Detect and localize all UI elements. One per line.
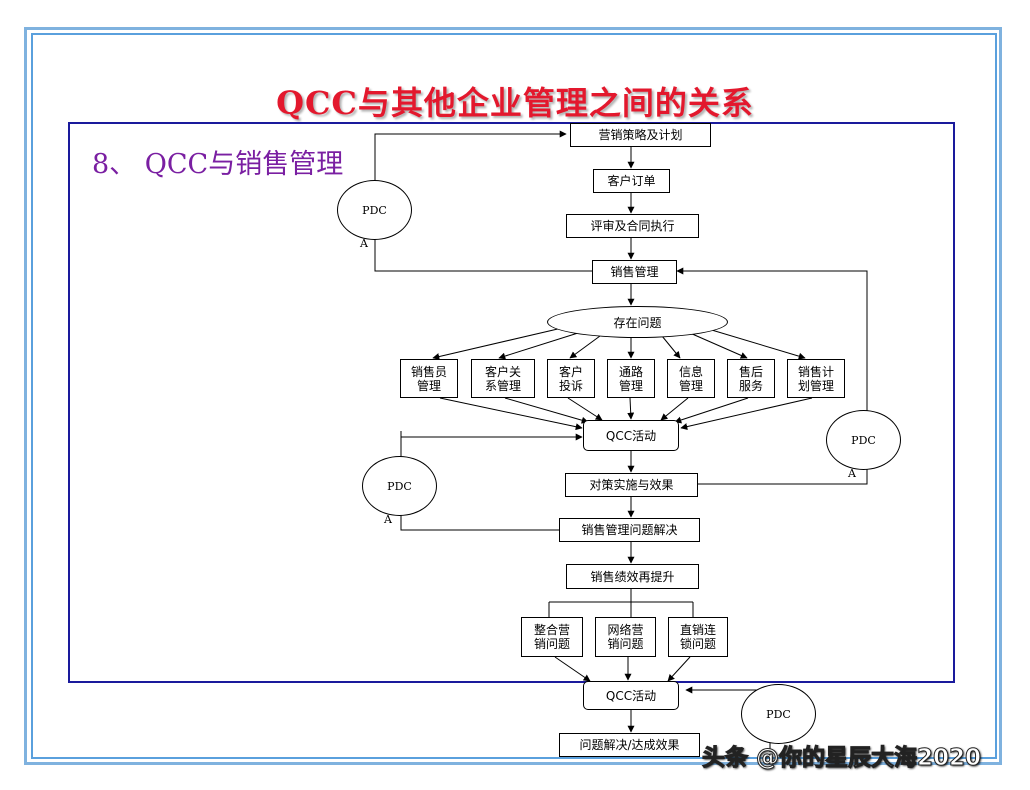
section-subtitle: 8、 QCC与销售管理: [92, 149, 344, 180]
pdc-circle-right: PDC: [826, 410, 901, 470]
sub-issue-box: 整合营销问题: [521, 617, 583, 657]
result-box: 问题解决/达成效果: [559, 733, 700, 757]
content-panel: [68, 122, 955, 683]
issue-box: 销售计划管理: [787, 359, 845, 398]
sub-issue-box: 网络营销问题: [595, 617, 656, 657]
measures-box: 对策实施与效果: [565, 473, 698, 497]
issue-box: 客户关系管理: [471, 359, 535, 398]
pdc-circle-top: PDC: [337, 180, 412, 240]
pdc-circle-bottom: PDC: [741, 684, 816, 744]
sub-issue-box: 直销连锁问题: [668, 617, 728, 657]
qcc-activity-box-2: QCC活动: [583, 681, 679, 710]
order-box: 客户订单: [593, 169, 670, 193]
watermark-text: 头条 @你的星辰大海2020: [701, 745, 982, 772]
a-label-right: A: [848, 467, 856, 480]
solve-box: 销售管理问题解决: [559, 518, 700, 542]
issue-box: 通路管理: [607, 359, 655, 398]
issue-box: 信息管理: [667, 359, 715, 398]
issue-box: 销售员管理: [400, 359, 458, 398]
a-label-top: A: [360, 237, 368, 250]
a-label-left: A: [384, 513, 392, 526]
problems-ellipse: 存在问题: [547, 306, 728, 338]
issue-box: 售后服务: [727, 359, 775, 398]
pdc-circle-left: PDC: [362, 456, 437, 516]
qcc-activity-box: QCC活动: [583, 420, 679, 451]
sales-mgmt-box: 销售管理: [592, 260, 677, 284]
issue-box: 客户投诉: [547, 359, 595, 398]
outer-frame: [24, 27, 1002, 765]
inner-frame: [31, 33, 997, 759]
improve-box: 销售绩效再提升: [566, 564, 699, 589]
page-title: QCC与其他企业管理之间的关系: [276, 84, 754, 122]
strategy-box: 营销策略及计划: [570, 123, 711, 147]
review-box: 评审及合同执行: [566, 214, 699, 238]
